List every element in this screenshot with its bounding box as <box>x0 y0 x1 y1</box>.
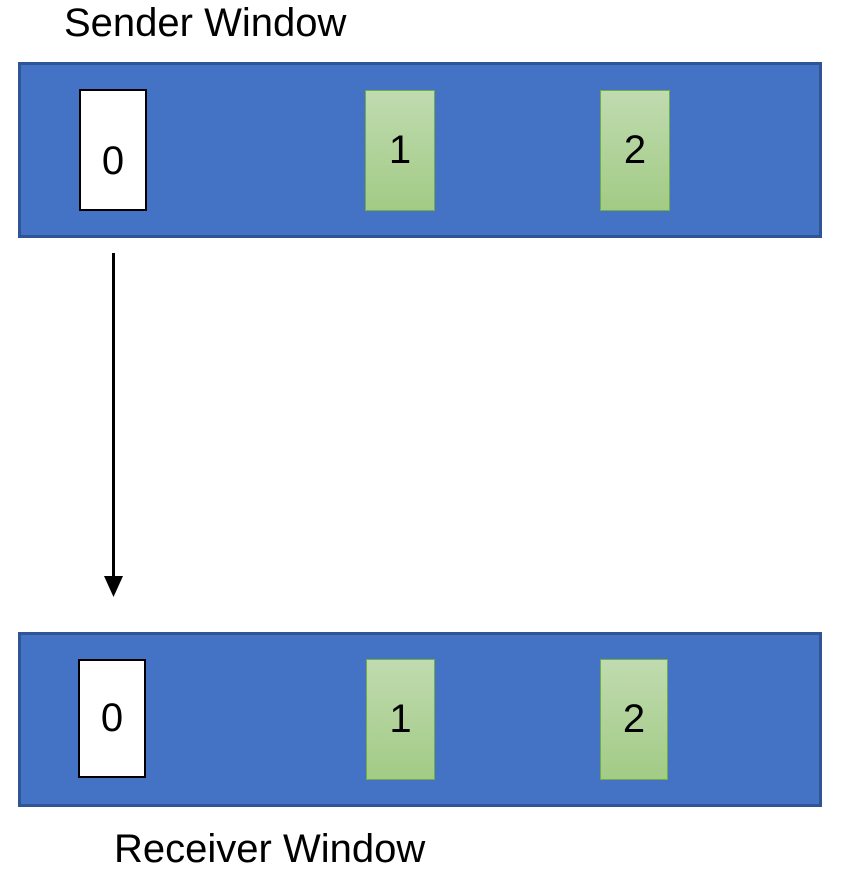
sender-slot-0-label: 0 <box>101 138 125 183</box>
receiver-slot-2-label: 2 <box>622 697 646 741</box>
receiver-window-title: Receiver Window <box>114 827 426 871</box>
sender-slot-1: 1 <box>365 90 435 211</box>
sender-slot-2: 2 <box>600 90 670 211</box>
sender-window-title: Sender Window <box>64 1 347 45</box>
receiver-slot-2: 2 <box>600 659 668 780</box>
receiver-slot-1: 1 <box>366 659 435 780</box>
receiver-window-bar: 0 1 2 <box>18 632 822 807</box>
sender-slot-0: 0 <box>79 89 147 211</box>
receiver-slot-1-label: 1 <box>389 697 412 741</box>
down-arrow-icon <box>104 253 123 597</box>
sender-window-bar: 0 1 2 <box>18 62 822 238</box>
receiver-slot-0: 0 <box>78 659 146 778</box>
sender-slot-2-label: 2 <box>623 128 647 172</box>
sender-slot-1-label: 1 <box>388 128 412 172</box>
receiver-slot-0-label: 0 <box>100 696 124 740</box>
